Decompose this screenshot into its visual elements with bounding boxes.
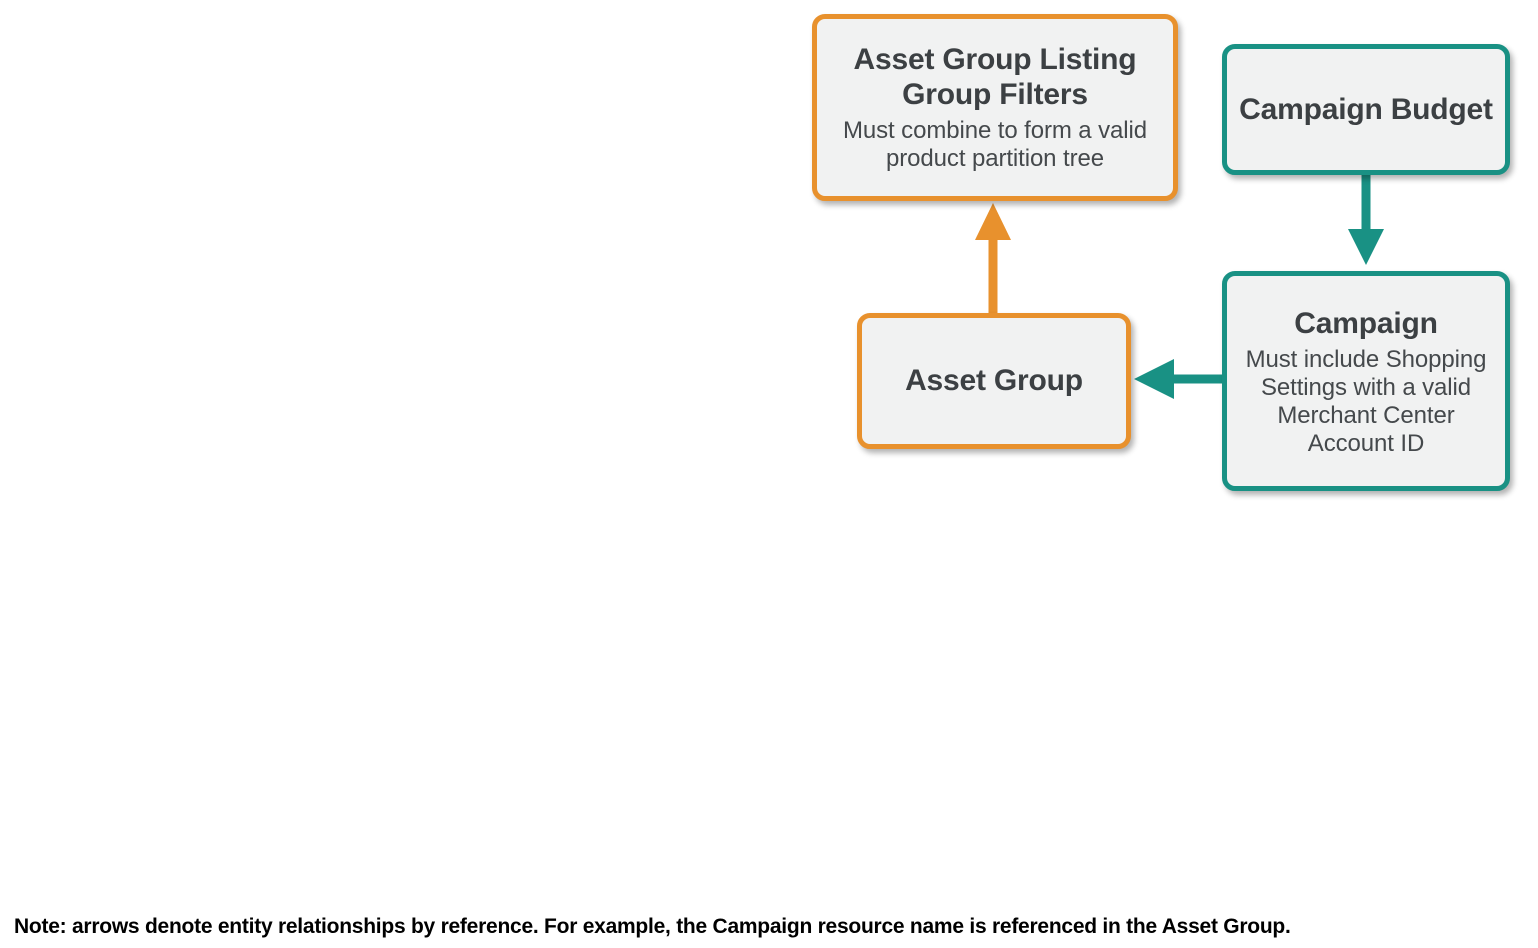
arrowhead-down-teal bbox=[1348, 229, 1384, 265]
edge-campaign-to-asset-group bbox=[1134, 359, 1222, 399]
node-title-campaign: Campaign bbox=[1294, 307, 1438, 341]
diagram-note: Note: arrows denote entity relationships… bbox=[14, 915, 1291, 938]
node-title-campaign-budget: Campaign Budget bbox=[1239, 92, 1493, 126]
arrowhead-up-orange bbox=[975, 203, 1011, 240]
node-campaign-budget[interactable]: Campaign Budget bbox=[1222, 44, 1510, 175]
edge-campaign-budget-to-campaign bbox=[1348, 175, 1384, 265]
node-title-asset-group: Asset Group bbox=[905, 364, 1083, 398]
node-subtitle-campaign: Must include Shopping Settings with a va… bbox=[1245, 345, 1487, 457]
edge-asset-group-to-filters bbox=[975, 203, 1011, 313]
node-asset-group-listing-group-filters[interactable]: Asset Group Listing Group Filters Must c… bbox=[812, 14, 1178, 201]
arrowhead-left-teal bbox=[1134, 359, 1174, 399]
node-asset-group[interactable]: Asset Group bbox=[857, 313, 1131, 449]
node-subtitle-asset-group-listing-group-filters: Must combine to form a valid product par… bbox=[843, 116, 1147, 172]
node-title-asset-group-listing-group-filters: Asset Group Listing Group Filters bbox=[853, 43, 1137, 112]
node-campaign[interactable]: Campaign Must include Shopping Settings … bbox=[1222, 271, 1510, 491]
